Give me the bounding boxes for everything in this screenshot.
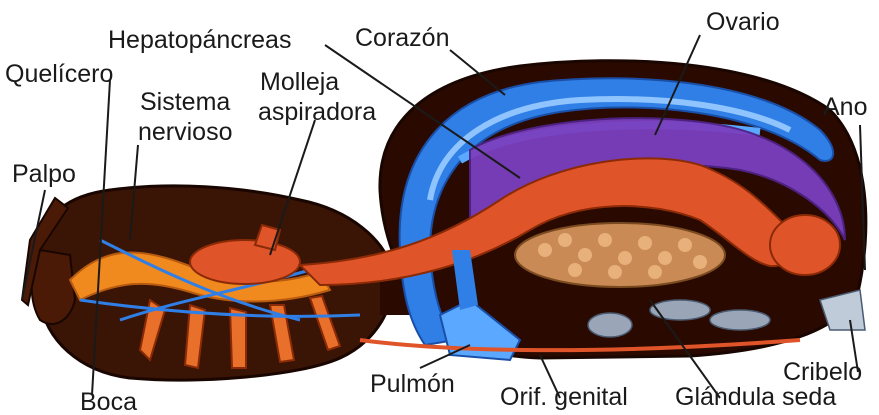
label-glandula-seda: Glándula seda xyxy=(675,383,836,411)
label-molleja-1: Molleja xyxy=(260,68,339,96)
rectal-sac xyxy=(770,215,840,275)
label-palpo: Palpo xyxy=(12,160,76,188)
label-sistema-nervioso-2: nervioso xyxy=(138,118,233,146)
label-molleja-2: aspiradora xyxy=(258,98,376,126)
label-ano: Ano xyxy=(823,93,867,121)
label-orif-genital: Orif. genital xyxy=(500,383,628,411)
label-quelicero: Quelícero xyxy=(5,60,113,88)
sucking-stomach xyxy=(190,240,300,284)
label-boca: Boca xyxy=(80,388,137,415)
label-ovario: Ovario xyxy=(706,8,780,36)
label-hepatopancreas: Hepatopáncreas xyxy=(108,26,291,54)
label-corazon: Corazón xyxy=(355,24,450,52)
label-cribelo: Cribelo xyxy=(783,358,862,386)
label-pulmon: Pulmón xyxy=(370,370,455,398)
label-sistema-nervioso-1: Sistema xyxy=(140,88,230,116)
